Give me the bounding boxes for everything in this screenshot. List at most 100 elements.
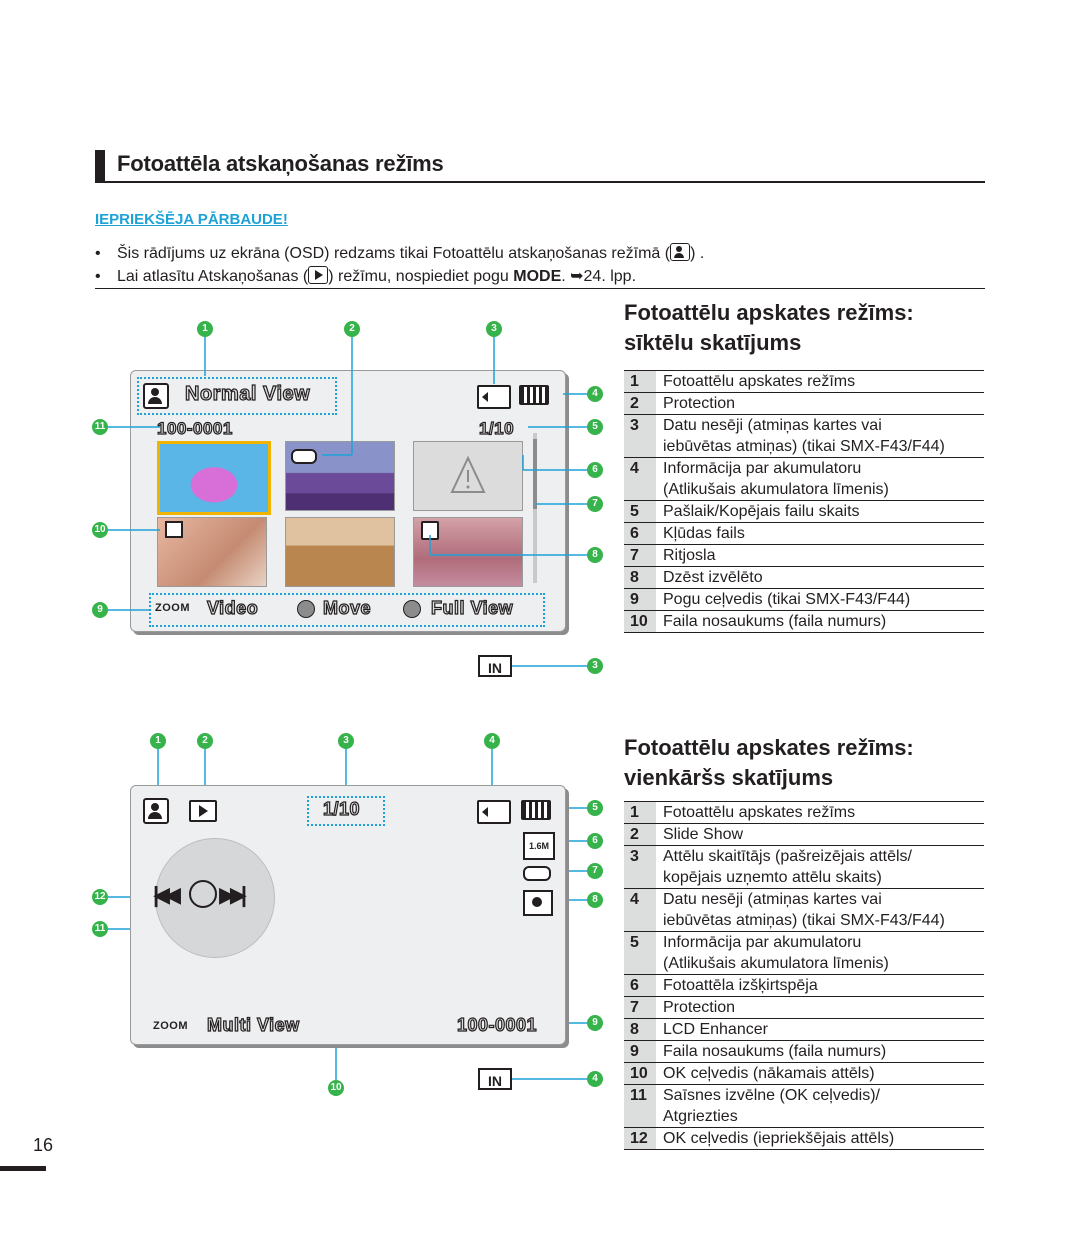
guide-full-view[interactable]: Full View: [430, 597, 514, 618]
legend-number: 2: [624, 393, 656, 414]
resolution-icon: 1.6M: [523, 832, 555, 860]
memory-card-icon: [477, 385, 511, 409]
memory-card-icon: [477, 800, 511, 824]
legend-number: 4: [624, 458, 656, 500]
page-title: Fotoattēla atskaņošanas režīms: [117, 151, 444, 176]
legend-text: Pogu ceļvedis (tikai SMX-F43/F44): [656, 589, 984, 610]
callout-marker: 3: [587, 658, 603, 674]
legend-text: Fotoattēlu apskates režīms: [656, 371, 984, 392]
legend-row: 7 Ritjosla: [624, 545, 984, 567]
legend-text-line: Fotoattēlu apskates režīms: [663, 373, 856, 390]
scrollbar[interactable]: [533, 433, 537, 583]
legend-text-line: Fotoattēla izšķirtspēja: [663, 977, 818, 994]
legend-number: 11: [624, 1085, 656, 1127]
thumbnail-1[interactable]: [157, 441, 271, 515]
section2-heading-line2: vienkāršs skatījums: [624, 765, 834, 790]
legend-text-line: iebūvētas atmiņas) (tikai SMX-F43/F44): [663, 438, 945, 455]
file-counter: 1/10: [478, 418, 515, 438]
legend-text-line: (Atlikušais akumulatora līmenis): [663, 481, 889, 498]
legend-number: 7: [624, 545, 656, 566]
previous-image-icon[interactable]: |◀◀: [153, 882, 181, 907]
legend-row: 10 OK ceļvedis (nākamais attēls): [624, 1063, 984, 1085]
callout-marker: 1: [150, 733, 166, 749]
title-bar: [95, 150, 105, 181]
return-icon[interactable]: [189, 880, 217, 908]
callout-marker: 4: [587, 1071, 603, 1087]
legend-text-line: Pogu ceļvedis (tikai SMX-F43/F44): [663, 591, 911, 608]
legend-number: 6: [624, 523, 656, 544]
legend-text-line: Attēlu skaitītājs (pašreizējais attēls/: [663, 848, 912, 865]
bullet-mode: •Lai atlasītu Atskaņošanas () režīmu, no…: [95, 266, 637, 285]
guide-video[interactable]: Video: [206, 597, 259, 618]
warning-icon: [450, 455, 486, 493]
page-number: 16: [33, 1135, 54, 1155]
legend-text-line: LCD Enhancer: [663, 1021, 768, 1038]
legend-text: Slide Show: [656, 824, 984, 845]
guide-move[interactable]: Move: [322, 597, 372, 618]
error-thumbnail[interactable]: [413, 441, 523, 511]
callout-marker: 5: [587, 800, 603, 816]
legend-number: 10: [624, 1063, 656, 1084]
callout-marker: 4: [484, 733, 500, 749]
legend-text-line: Faila nosaukums (faila numurs): [663, 1043, 887, 1060]
multi-view-label[interactable]: Multi View: [206, 1014, 300, 1035]
bullet-rule: [95, 288, 985, 289]
legend-text-line: iebūvētas atmiņas) (tikai SMX-F43/F44): [663, 912, 945, 929]
legend-text-line: Ritjosla: [663, 547, 716, 564]
legend-number: 12: [624, 1128, 656, 1149]
legend-number: 8: [624, 567, 656, 588]
legend-text: Informācija par akumulatoru(Atlikušais a…: [656, 932, 984, 974]
legend-text-line: OK ceļvedis (nākamais attēls): [663, 1065, 875, 1082]
thumbnail-5[interactable]: [285, 517, 395, 587]
legend-text-line: Slide Show: [663, 826, 744, 843]
legend-row: 2 Slide Show: [624, 824, 984, 846]
legend-number: 5: [624, 501, 656, 522]
callout-marker: 10: [328, 1080, 344, 1096]
photo-mode-icon: [143, 383, 169, 409]
scrollbar-thumb[interactable]: [533, 439, 537, 509]
callout-marker: 11: [92, 921, 108, 937]
photo-mode-icon: [143, 798, 169, 824]
bullet2-text-a: Lai atlasītu Atskaņošanas (: [117, 268, 309, 285]
legend-number: 8: [624, 1019, 656, 1040]
callout-marker: 7: [587, 496, 603, 512]
next-image-icon[interactable]: ▶▶|: [219, 882, 247, 907]
section1-heading-line1: Fotoattēlu apskates režīms:: [624, 300, 914, 325]
legend-text: OK ceļvedis (iepriekšējais attēls): [656, 1128, 984, 1149]
protection-icon: [523, 866, 551, 881]
legend-text-line: Kļūdas fails: [663, 525, 745, 542]
title-rule: [95, 181, 985, 183]
file-name: 100-0001: [156, 418, 233, 438]
callout-marker: 1: [197, 321, 213, 337]
legend-text: Protection: [656, 997, 984, 1018]
legend-number: 2: [624, 824, 656, 845]
bullet2-text-c: . ➥24. lpp.: [561, 268, 637, 285]
legend-text: Saīsnes izvēlne (OK ceļvedis)/Atgrieztie…: [656, 1085, 984, 1127]
legend-text: Faila nosaukums (faila numurs): [656, 611, 984, 632]
callout-marker: 6: [587, 462, 603, 478]
file-name: 100-0001: [456, 1014, 538, 1035]
callout-marker: 8: [587, 547, 603, 563]
legend-number: 7: [624, 997, 656, 1018]
legend-text: Kļūdas fails: [656, 523, 984, 544]
move-icon: [297, 600, 315, 618]
callout-marker: 4: [587, 386, 603, 402]
callout-marker: 7: [587, 863, 603, 879]
legend-text-line: Fotoattēlu apskates režīms: [663, 804, 856, 821]
legend-text: Dzēst izvēlēto: [656, 567, 984, 588]
callout-marker: 11: [92, 419, 108, 435]
